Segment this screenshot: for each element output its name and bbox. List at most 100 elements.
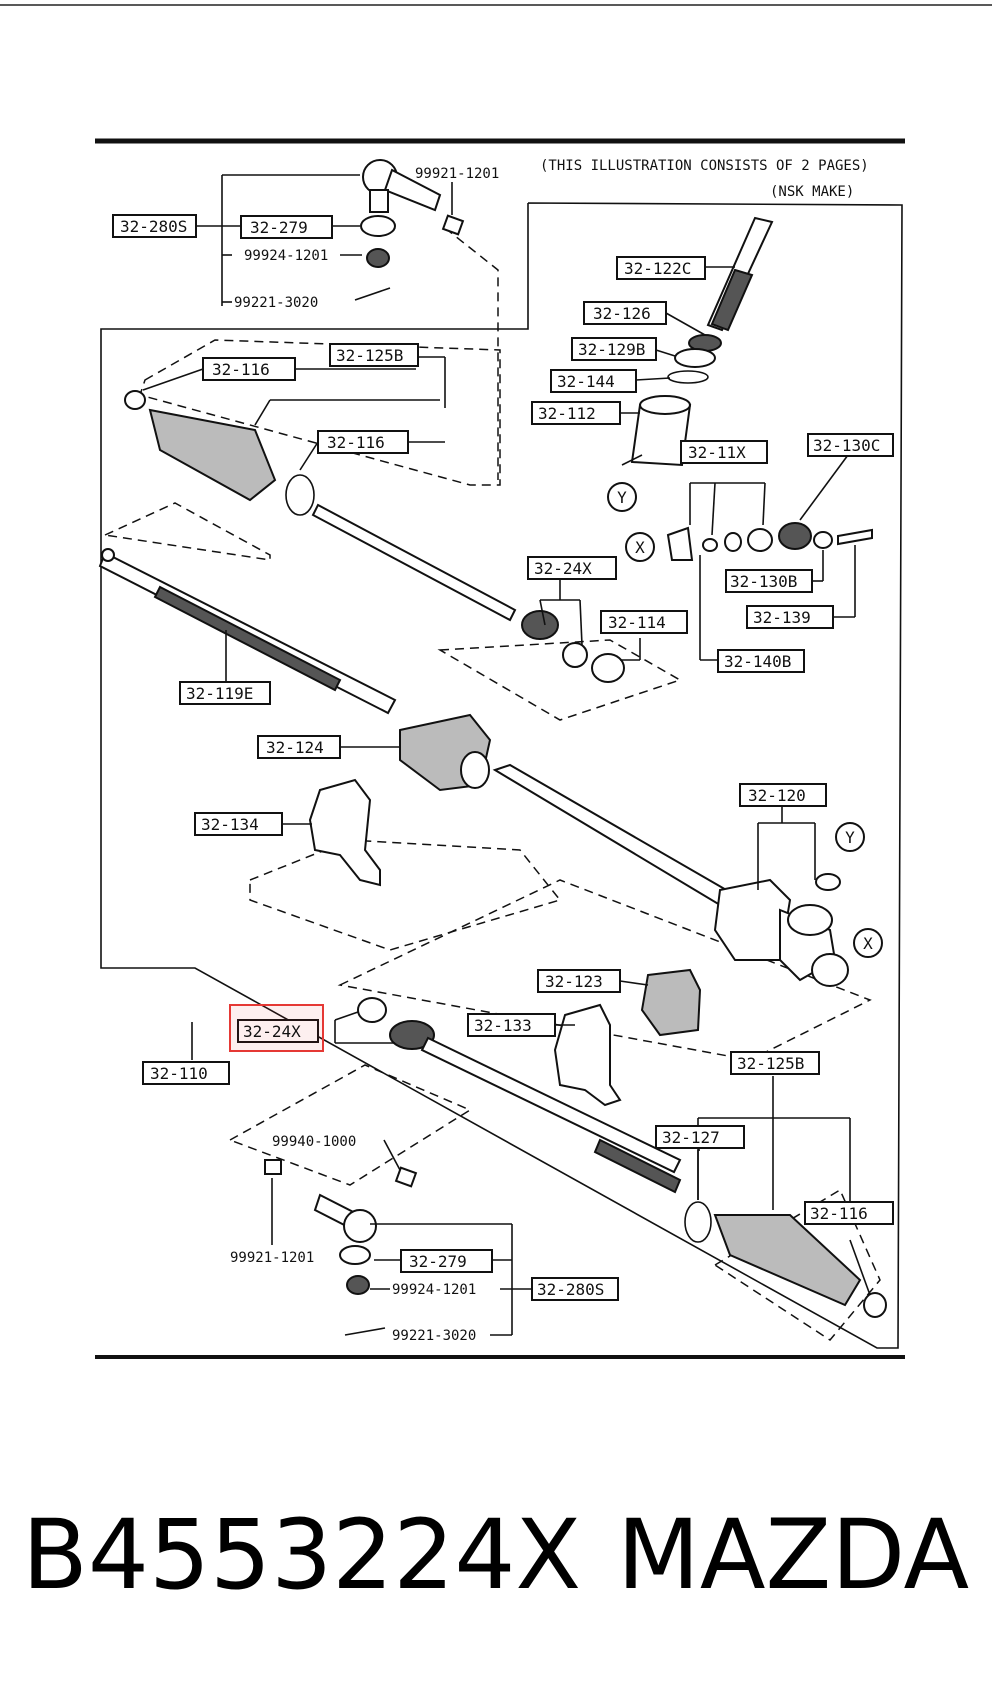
inner-tie-rod-lower [389, 1020, 682, 1194]
part-label: 32-129B [571, 337, 657, 361]
svg-text:32-24X: 32-24X [534, 559, 592, 578]
svg-text:32-110: 32-110 [150, 1064, 208, 1083]
leader [299, 441, 319, 471]
dashed-group-boot-lower [713, 1188, 881, 1341]
part-number-text: 99221-3020 [234, 295, 318, 311]
adjust-bolt [837, 528, 873, 546]
part-label: 32-116 [317, 430, 409, 454]
yoke-spring [724, 532, 742, 552]
boot-clamp-lower-small [863, 1292, 887, 1318]
leader [711, 482, 716, 536]
svg-text:32-140B: 32-140B [724, 652, 791, 671]
leader [665, 312, 706, 336]
part-number-text: 99921-1201 [230, 1250, 314, 1266]
part-number-text: 99924-1201 [244, 248, 328, 264]
caption: B4553224X MAZDA [22, 1500, 982, 1610]
yoke [666, 526, 694, 561]
boot-clamp-lower [684, 1201, 712, 1243]
svg-text:32-24X: 32-24X [243, 1022, 301, 1041]
yoke-spring-coil [747, 528, 773, 552]
part-label: 32-116 [202, 357, 296, 381]
leader [334, 1011, 359, 1021]
part-label: 32-125B [329, 343, 419, 367]
part-label: 32-280S [112, 214, 197, 238]
inner-ball-joint-seat [357, 997, 387, 1023]
dashed-group-housing [337, 879, 872, 1061]
callout-y-lower: Y [835, 822, 865, 852]
adjust-cover [778, 522, 812, 550]
svg-text:32-280S: 32-280S [537, 1280, 604, 1299]
mount-bracket-133 [553, 1003, 622, 1107]
svg-text:32-123: 32-123 [545, 972, 603, 991]
part-label: 32-134 [194, 812, 283, 836]
svg-text:32-130B: 32-130B [730, 572, 797, 591]
svg-text:32-139: 32-139 [753, 608, 811, 627]
part-number-text: 99940-1000 [272, 1134, 356, 1150]
part-label: 32-116 [804, 1201, 894, 1225]
part-label: 32-133 [467, 1013, 556, 1037]
brand-caption: MAZDA [617, 1499, 970, 1611]
svg-text:32-133: 32-133 [474, 1016, 532, 1035]
part-label: 32-119E [179, 681, 271, 705]
part-label: 32-144 [550, 369, 637, 393]
steering-rack [98, 548, 397, 715]
dashed-group-rack [102, 502, 271, 561]
part-label: 32-139 [746, 605, 834, 629]
part-number-text: 99924-1201 [392, 1282, 476, 1298]
steering-boot-lower [713, 1214, 862, 1307]
pinion-shaft [706, 216, 774, 332]
boot-clamp-large [285, 474, 315, 516]
leader [142, 368, 204, 391]
part-label: 32-130B [725, 569, 813, 593]
svg-text:32-120: 32-120 [748, 786, 806, 805]
svg-text:X: X [863, 934, 873, 953]
steering-boot-upper [148, 408, 277, 502]
upper-tie-rod-end [354, 159, 465, 301]
part-label: 32-120 [739, 783, 827, 807]
part-label: 32-126 [583, 301, 667, 325]
svg-text:X: X [635, 538, 645, 557]
leader [383, 1139, 401, 1171]
inner-tie-rod-upper [311, 503, 625, 683]
rack-mount-rubber [399, 713, 492, 792]
housing-bushing-123 [640, 968, 702, 1037]
svg-text:32-116: 32-116 [327, 433, 385, 452]
highlight-frame [229, 1004, 324, 1052]
gear-housing [492, 763, 849, 987]
svg-text:32-116: 32-116 [810, 1204, 868, 1223]
leader [799, 454, 849, 521]
svg-text:32-116: 32-116 [212, 360, 270, 379]
part-label: 32-125B [730, 1051, 820, 1075]
leader [619, 980, 649, 986]
part-label: 32-110 [142, 1061, 230, 1085]
part-label: 32-140B [717, 649, 805, 673]
dashed-group-bushing [437, 639, 682, 721]
yoke-piece [702, 538, 718, 552]
callout-y-upper: Y [607, 482, 637, 512]
dashed-group-mount [249, 839, 562, 951]
part-label: 32-124 [257, 735, 341, 759]
part-number-text: 99921-1201 [415, 166, 499, 182]
svg-text:32-144: 32-144 [557, 372, 615, 391]
callout-x-upper: X [625, 532, 655, 562]
pinion-seal [674, 348, 716, 368]
leader [655, 349, 676, 357]
svg-text:32-112: 32-112 [538, 404, 596, 423]
svg-text:32-124: 32-124 [266, 738, 324, 757]
leader [762, 482, 766, 526]
svg-text:Y: Y [617, 488, 627, 507]
part-label: 32-279 [240, 215, 333, 239]
leader [254, 399, 271, 426]
part-label: 32-279 [400, 1249, 493, 1273]
svg-text:32-130C: 32-130C [813, 436, 880, 455]
dashed-group-tie-rod-lower [228, 1064, 472, 1186]
part-number-text: 99221-3020 [392, 1328, 476, 1344]
leader [621, 454, 643, 466]
svg-text:32-129B: 32-129B [578, 340, 645, 359]
dashed-link-upper-nut [444, 227, 499, 480]
svg-text:Y: Y [845, 828, 855, 847]
svg-text:32-11X: 32-11X [688, 443, 746, 462]
svg-text:32-126: 32-126 [593, 304, 651, 323]
svg-text:32-127: 32-127 [662, 1128, 720, 1147]
